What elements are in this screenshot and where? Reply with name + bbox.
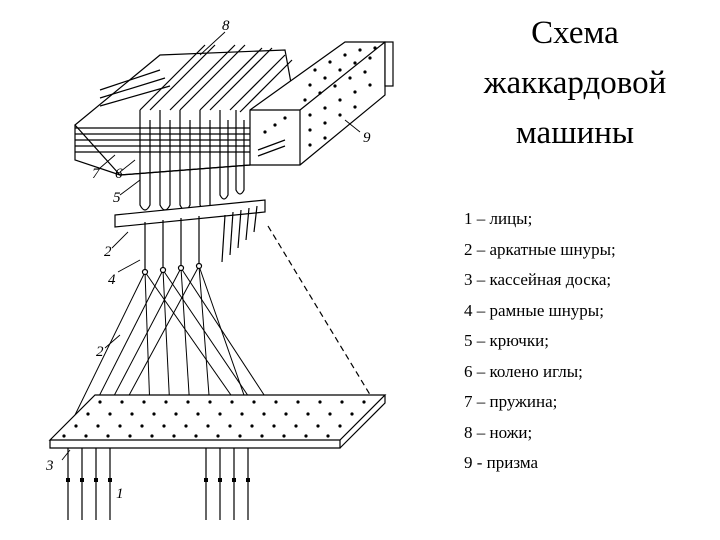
board-cords (221, 205, 258, 263)
comber-board (48, 394, 387, 449)
callout-5: 5 (113, 190, 121, 206)
legend-item: 8 – ножи; (464, 422, 533, 442)
title-line-1: Схема (531, 15, 619, 51)
hook-board (114, 199, 266, 228)
page-title: Схема жаккардовой машины (440, 8, 710, 158)
callout-8: 8 (222, 18, 230, 34)
jacquard-diagram: 8 9 6 7 5 2 4 2 3 1 (45, 18, 394, 520)
callout-2-lower: 2 (96, 344, 104, 360)
callout-6: 6 (115, 166, 123, 182)
legend-item: 4 – рамные шнуры; (464, 300, 604, 320)
callout-9: 9 (363, 130, 371, 146)
prism-holes (263, 46, 377, 147)
callout-1: 1 (116, 486, 124, 502)
legend-item: 6 – колено иглы; (464, 361, 583, 381)
callout-3: 3 (45, 458, 54, 474)
title-line-2: жаккардовой (483, 65, 667, 101)
legend-item: 7 – пружина; (464, 392, 558, 411)
legend-item: 1 – лицы; (464, 209, 533, 228)
callout-4: 4 (108, 272, 116, 288)
dashed-link (267, 225, 373, 399)
legend-item: 2 – аркатные шнуры; (464, 239, 616, 259)
heddles (67, 448, 249, 520)
prism (249, 41, 394, 166)
callout-7: 7 (92, 166, 101, 182)
neck-cords (144, 216, 200, 272)
cord-knots (141, 262, 203, 276)
callout-2-upper: 2 (104, 244, 112, 260)
legend-item: 3 – кассейная доска; (464, 270, 612, 289)
legend-item: 9 - призма (464, 453, 539, 472)
callout-leaders (61, 31, 361, 461)
legend-list: 1 – лицы; 2 – аркатные шнуры; 3 – кассей… (464, 204, 616, 479)
title-line-3: машины (515, 115, 635, 151)
harness-cords (74, 265, 271, 416)
heddle-eyes (66, 478, 250, 482)
needle-rods (75, 69, 250, 153)
comber-holes (62, 400, 366, 438)
legend-item: 5 – крючки; (464, 331, 549, 350)
knives (139, 44, 293, 113)
